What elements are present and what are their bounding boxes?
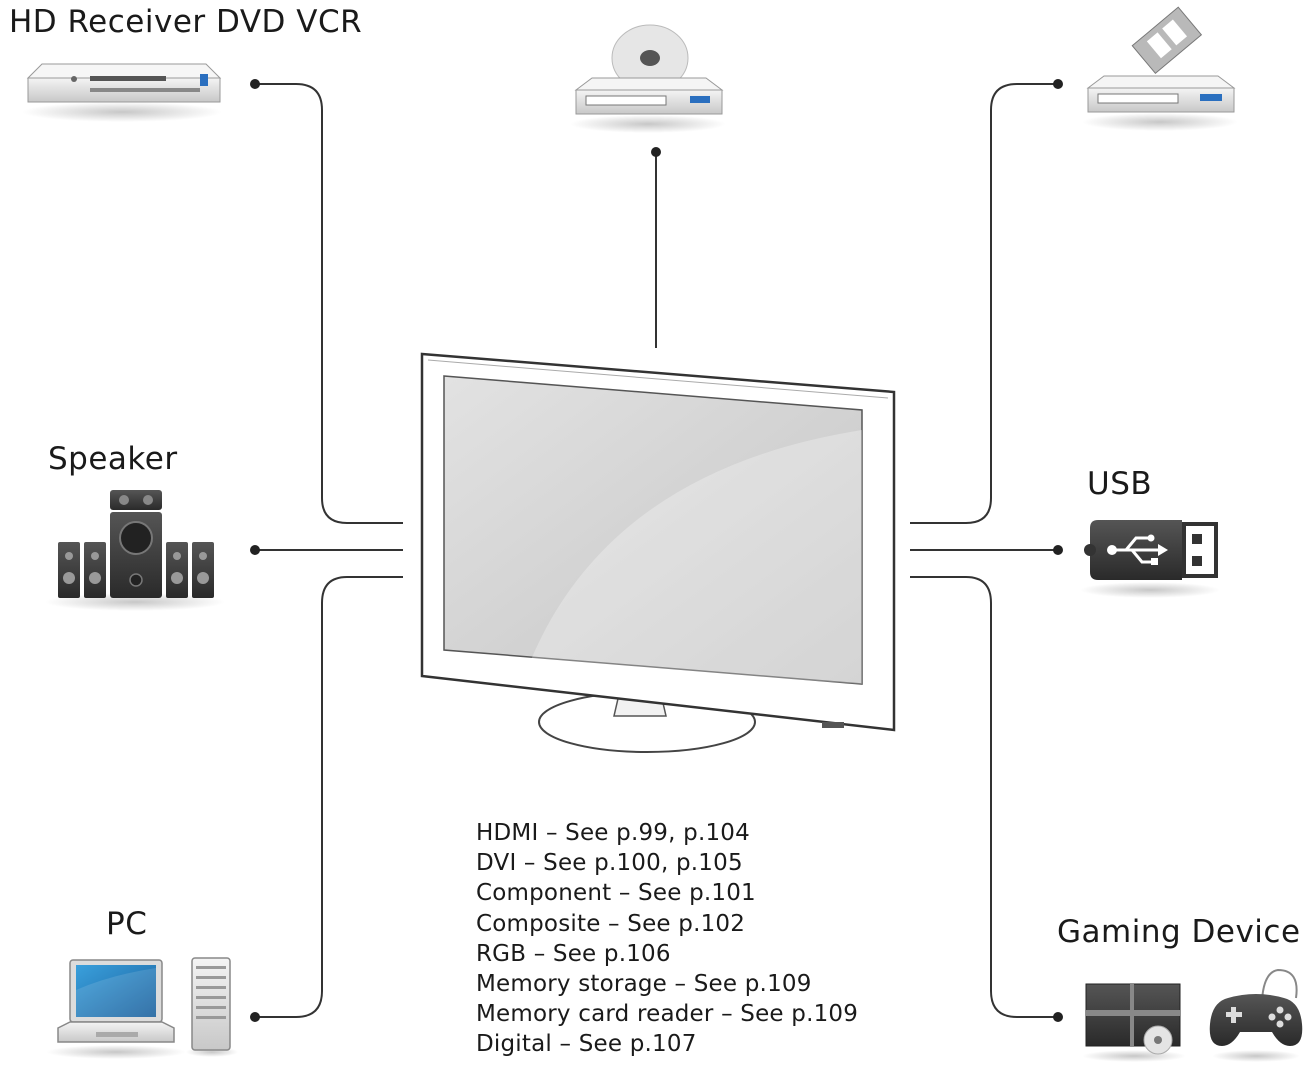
label-gaming-device: Gaming Device <box>1057 914 1301 950</box>
label-speaker: Speaker <box>48 441 178 477</box>
line-hd-receiver <box>255 83 403 524</box>
connection-reference-list: HDMI – See p.99, p.104 DVI – See p.100, … <box>476 818 858 1060</box>
ref-memory-storage: Memory storage – See p.109 <box>476 971 812 998</box>
usb-drive-icon <box>1080 520 1220 598</box>
ref-digital: Digital – See p.107 <box>476 1031 697 1058</box>
ref-memory-card-reader: Memory card reader – See p.109 <box>476 1001 859 1028</box>
speaker-system-icon <box>45 490 225 611</box>
connector-lines <box>255 83 1058 1018</box>
vcr-icon <box>1082 6 1238 131</box>
gamepad-icon <box>1209 968 1303 1062</box>
label-usb: USB <box>1087 466 1153 502</box>
ref-dvi: DVI – See p.100, p.105 <box>476 850 743 877</box>
ref-rgb: RGB – See p.106 <box>476 940 671 967</box>
laptop-icon <box>46 959 186 1059</box>
set-top-box-icon <box>22 63 222 122</box>
ref-hdmi: HDMI – See p.99, p.104 <box>476 820 750 846</box>
ref-composite: Composite – See p.102 <box>476 910 746 937</box>
label-hd-receiver-dvd-vcr: HD Receiver DVD VCR <box>9 4 363 40</box>
tv-icon <box>420 352 896 753</box>
ref-component: Component – See p.101 <box>476 880 756 907</box>
game-console-icon <box>1082 983 1186 1062</box>
desktop-tower-icon <box>186 957 238 1057</box>
connector-dots <box>250 79 1063 1022</box>
label-pc: PC <box>106 906 148 942</box>
dvd-player-icon <box>570 24 726 133</box>
line-vcr <box>910 83 1058 524</box>
line-gaming <box>910 576 1058 1018</box>
line-pc <box>255 576 403 1018</box>
